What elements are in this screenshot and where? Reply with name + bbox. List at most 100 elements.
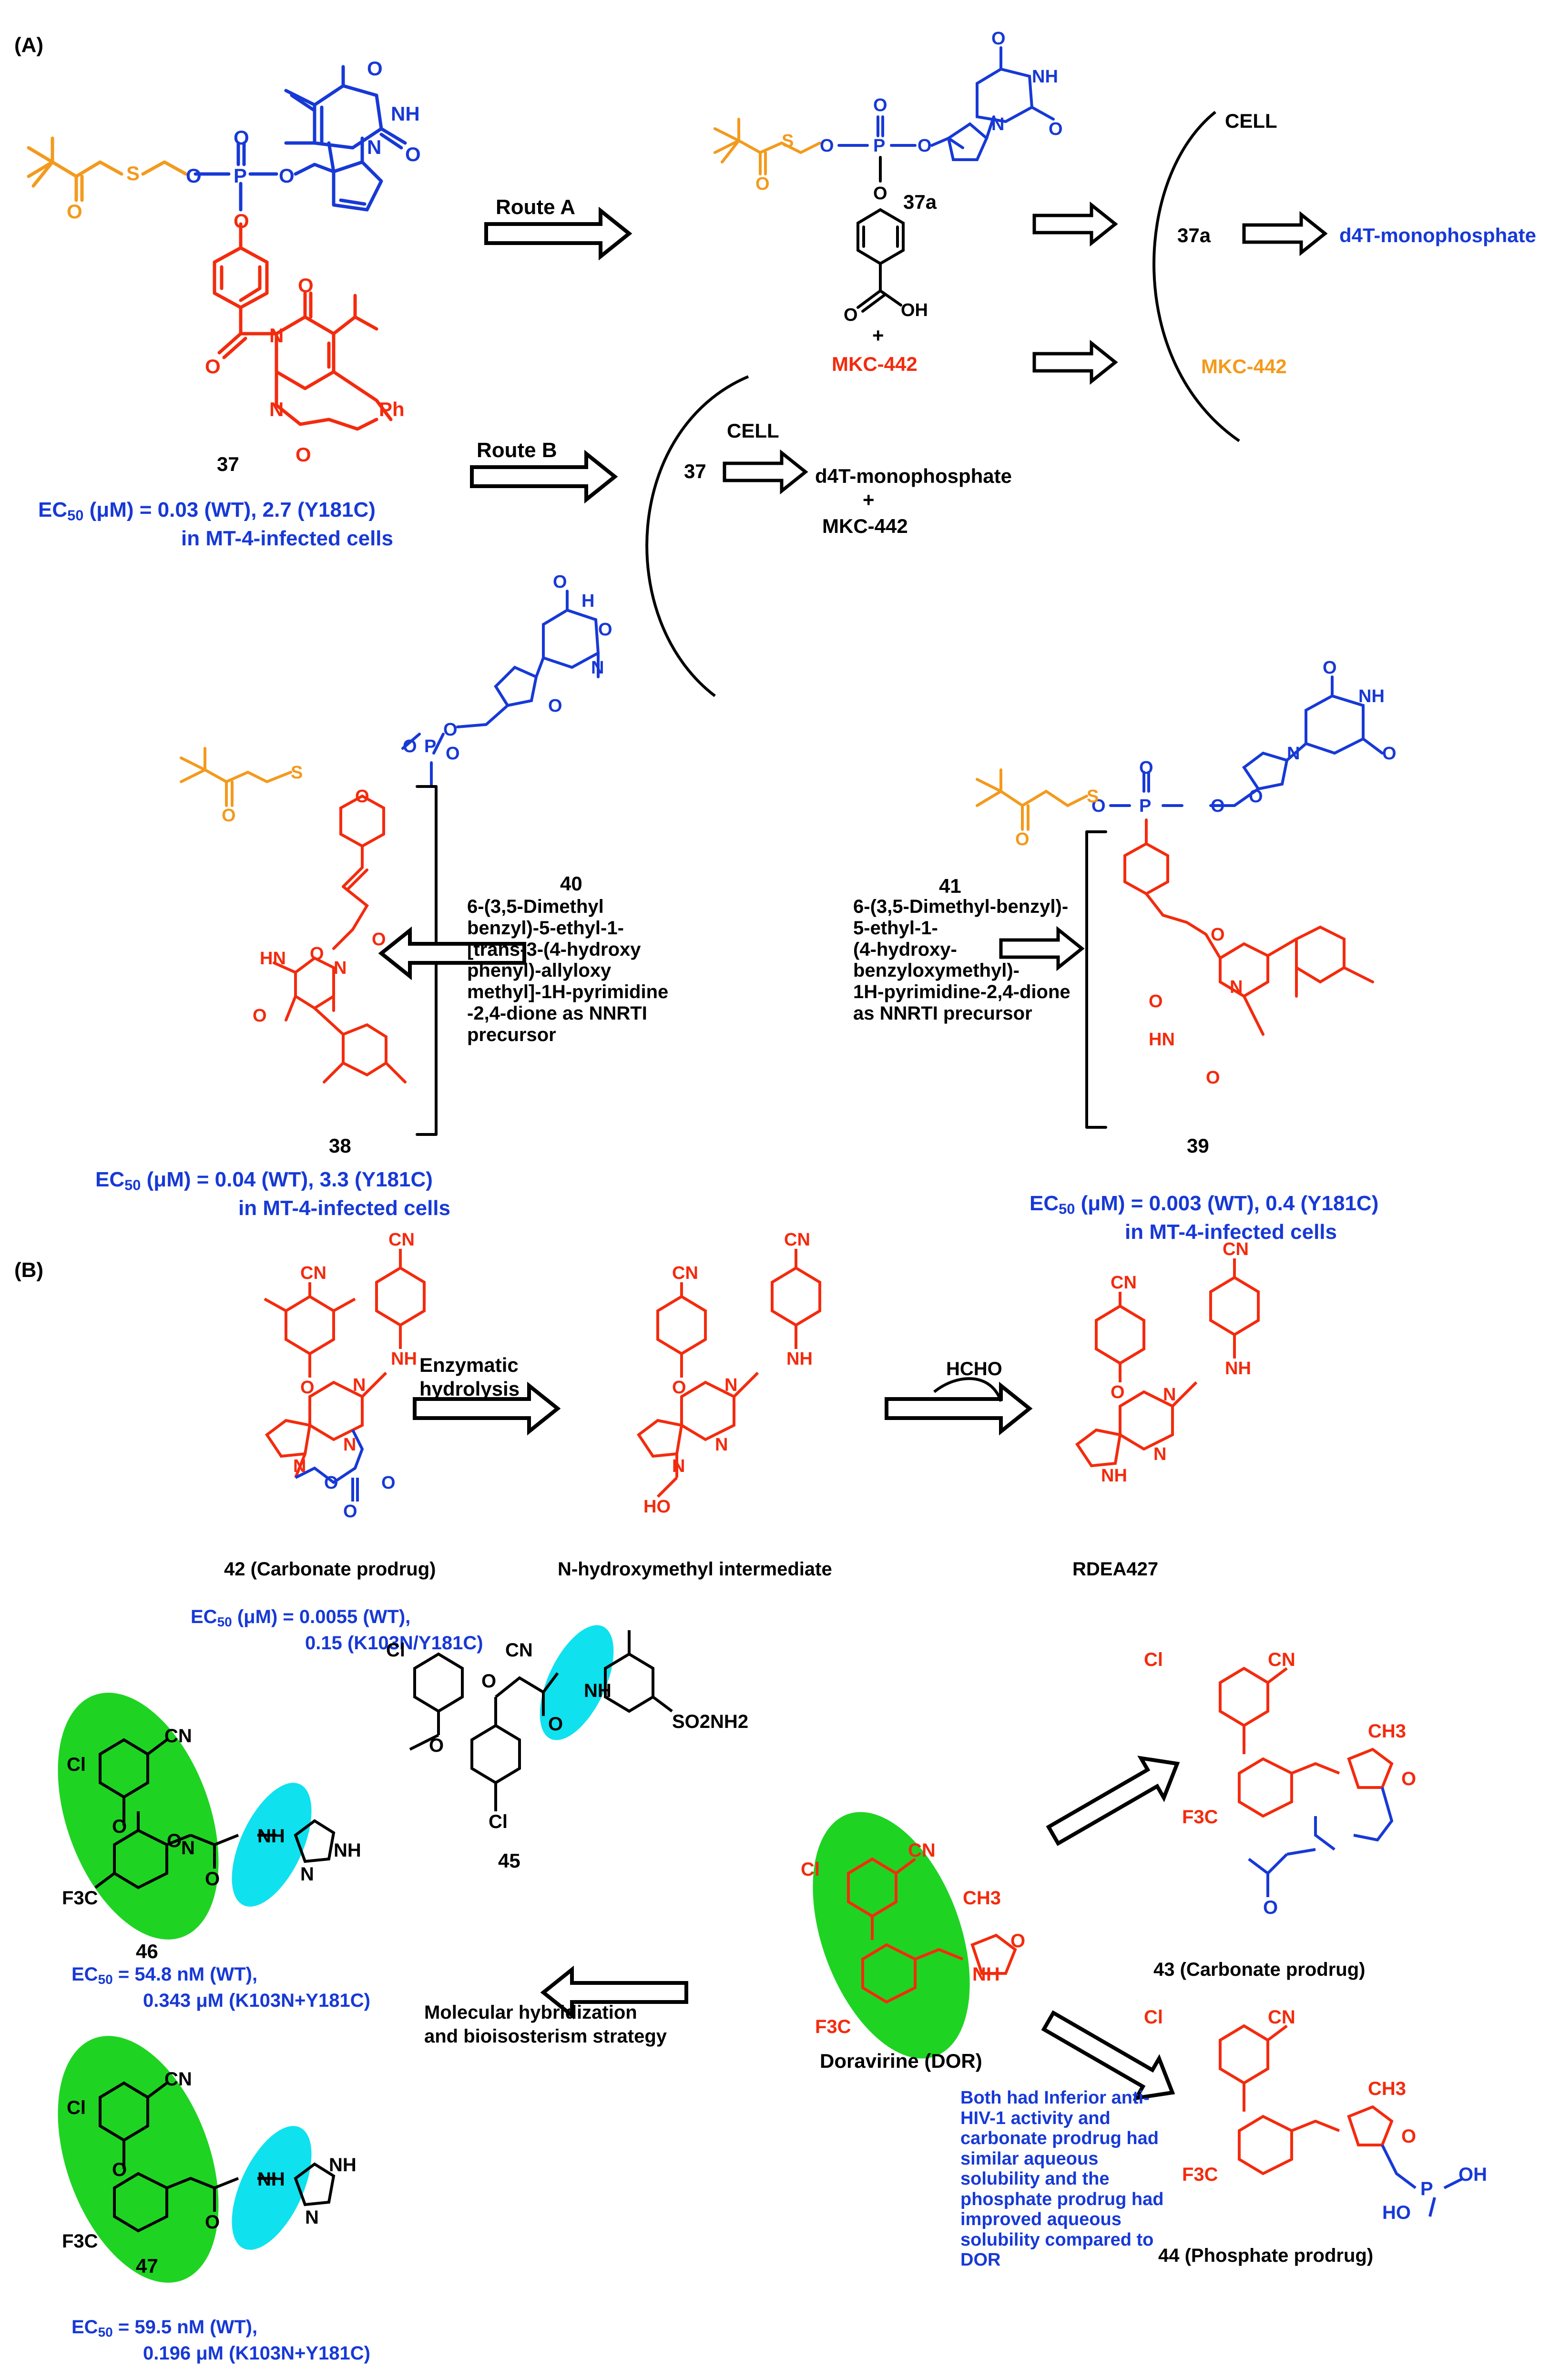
atom-label: O [1211, 796, 1225, 816]
atom-label: OH [1458, 2164, 1487, 2185]
atom-label: HN [1149, 1030, 1175, 1050]
atom-label: N [591, 658, 604, 678]
atom-label: CH3 [963, 1888, 1001, 1909]
route-a-label: Route A [496, 195, 576, 219]
atom-label: N [672, 1456, 685, 1476]
atom-label: CN [164, 2069, 192, 2090]
rdea427-structure [1075, 1258, 1260, 1468]
atom-label: O [1049, 119, 1063, 139]
atom-label: NH [391, 102, 420, 125]
plus-sign-b: + [863, 489, 875, 511]
atom-label: P [234, 164, 247, 187]
atom-label: F3C [62, 2231, 98, 2252]
cyan-amide-46 [232, 1783, 312, 1907]
atom-label: O [1382, 744, 1397, 764]
mkc-442-orange: MKC-442 [1201, 355, 1287, 378]
compound-39-structure [976, 675, 1384, 1129]
ec50-46-line1: EC50 = 54.8 nM (WT), [71, 1964, 258, 1987]
atom-label: P [873, 136, 886, 156]
atom-label: O [1263, 1897, 1278, 1918]
atom-label: O [1111, 1382, 1125, 1402]
atom-label: NH [1101, 1466, 1127, 1486]
atom-label: NH [584, 1680, 612, 1701]
atom-label: O [443, 720, 458, 740]
atom-label: CN [1268, 2007, 1295, 2028]
compound-37-label: 37 [217, 453, 239, 475]
atom-label: NH [329, 2155, 357, 2176]
compound-40-label: 40 [560, 872, 582, 895]
atom-label: NH [257, 2169, 285, 2190]
compound-43-label: 43 (Carbonate prodrug) [1153, 1959, 1366, 1980]
atom-label: CN [1223, 1239, 1249, 1259]
atom-label: CN [164, 1726, 192, 1747]
atom-label: S [782, 131, 794, 151]
ec50-37-line1: EC50 (μM) = 0.03 (WT), 2.7 (Y181C) [38, 498, 376, 524]
atom-label: O [67, 200, 82, 223]
atom-label: Cl [489, 1811, 508, 1832]
doravirine-structure [847, 1857, 1017, 2004]
atom-label: CN [388, 1230, 415, 1250]
compound-45-structure [409, 1630, 673, 1811]
atom-label: N [300, 1864, 314, 1885]
atom-label: P [1139, 796, 1152, 816]
ec50-46-line2: 0.343 μM (K103N+Y181C) [143, 1990, 370, 2011]
atom-label: O [112, 2159, 127, 2180]
compound-37a-structure [714, 46, 1055, 313]
atom-label: O [548, 1714, 563, 1735]
atom-label: NH [391, 1349, 417, 1369]
atom-label: O [381, 1473, 396, 1493]
atom-label: N [305, 2207, 319, 2228]
atom-label: SO2NH2 [672, 1711, 749, 1732]
atom-label: O [234, 126, 249, 149]
atom-label: Cl [67, 2097, 86, 2118]
atom-label: O [991, 29, 1006, 49]
atom-label: O [918, 136, 932, 156]
green-pharmacophore-47 [58, 2036, 219, 2283]
d4t-monophosphate-a: d4T-monophosphate [1339, 224, 1536, 246]
atom-label: F3C [1182, 1807, 1218, 1828]
atom-label: O [324, 1473, 338, 1493]
atom-label: OH [901, 300, 928, 320]
compound-41-label: 41 [939, 875, 961, 897]
atom-label: O [598, 620, 612, 640]
atom-label: H [581, 591, 595, 611]
green-pharmacophore-dor [813, 1812, 970, 2059]
ec50-42-line2: 0.15 (K103N/Y181C) [305, 1633, 483, 1654]
atom-label: CH3 [1368, 1721, 1407, 1742]
atom-label: O [205, 2212, 220, 2233]
atom-label: N [1230, 977, 1243, 997]
atom-label: O [844, 305, 858, 325]
atom-label: O [205, 1869, 220, 1890]
cell-label-middle: CELL [727, 419, 779, 442]
compound-37-in-cell: 37 [684, 460, 706, 482]
dor-prodrug-note: Both had Inferior anti-HIV-1 activity an… [960, 2088, 1164, 2270]
atom-label: O [355, 787, 369, 807]
atom-label: HN [260, 949, 286, 969]
atom-label: O [298, 274, 314, 296]
compound-43-structure [1219, 1666, 1394, 1897]
atom-label: O [1149, 991, 1163, 1011]
atom-label: CN [1268, 1649, 1295, 1670]
compound-38-structure [180, 590, 600, 1136]
atom-label: O [403, 736, 417, 756]
atom-label: NH [786, 1349, 813, 1369]
atom-label: O [553, 572, 567, 592]
atom-label: O [873, 184, 887, 204]
compound-38-label: 38 [329, 1134, 351, 1157]
panel-label-a: (A) [14, 33, 44, 57]
atom-label: CN [908, 1840, 936, 1861]
atom-label: CN [672, 1263, 698, 1283]
atom-label: NH [1225, 1359, 1251, 1379]
cyan-amide-45 [540, 1625, 614, 1740]
atom-label: HO [643, 1497, 671, 1517]
reagent-enzymatic: Enzymatic [419, 1354, 519, 1376]
rdea427-label: RDEA427 [1072, 1559, 1159, 1580]
reagent-hydrolysis: hydrolysis [419, 1378, 520, 1400]
cell-label-top: CELL [1225, 110, 1277, 132]
atom-label: O [548, 696, 562, 716]
compound-44-structure [1219, 2024, 1464, 2217]
atom-label: O [372, 930, 386, 950]
carbonate-group [295, 1429, 364, 1502]
atom-label: Cl [67, 1754, 86, 1775]
